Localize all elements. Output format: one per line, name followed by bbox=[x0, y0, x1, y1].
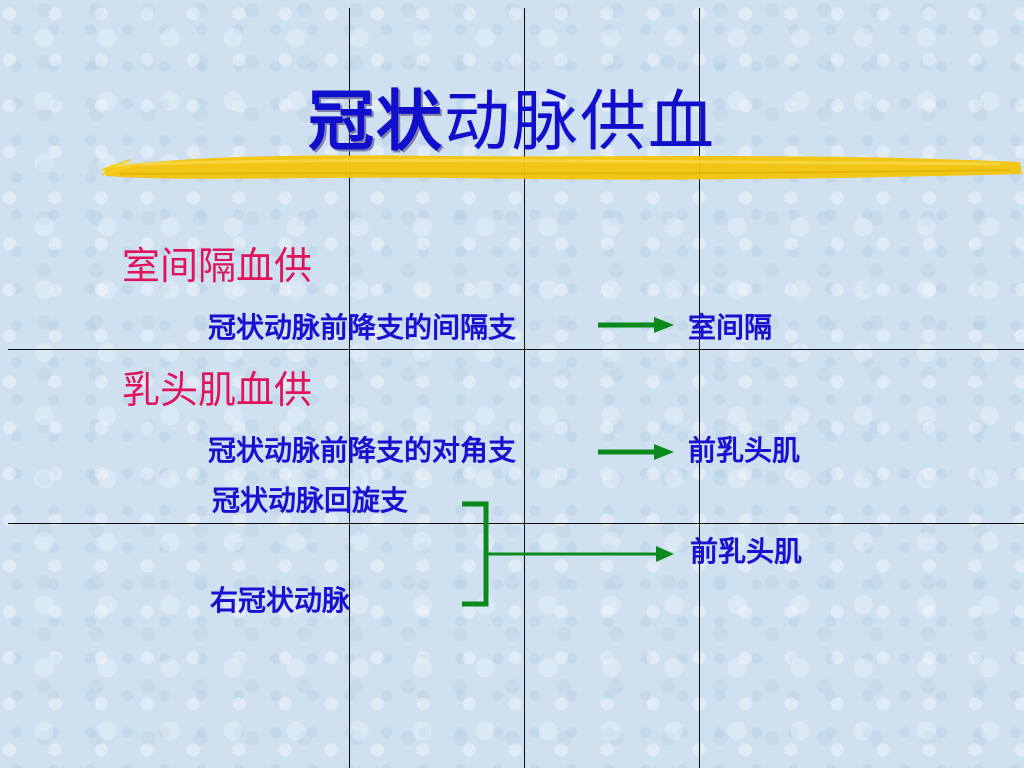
papillary-heading: 乳头肌血供 bbox=[122, 368, 313, 412]
arrow-diagonal bbox=[598, 444, 674, 460]
bracket-arrow-dual-supply bbox=[462, 501, 674, 607]
septum-target: 室间隔 bbox=[688, 311, 773, 344]
page-title: 冠状动脉供血 bbox=[0, 78, 1024, 166]
title-bold-part: 冠状 bbox=[308, 83, 444, 160]
grid-line-vertical bbox=[524, 8, 525, 768]
grid-line-horizontal bbox=[8, 523, 1024, 524]
papillary-source-circumflex: 冠状动脉回旋支 bbox=[212, 484, 409, 517]
title-highlight-stroke bbox=[101, 155, 1022, 180]
grid-line-horizontal bbox=[8, 349, 1024, 350]
papillary-target-2: 前乳头肌 bbox=[690, 535, 803, 568]
septum-heading: 室间隔血供 bbox=[122, 244, 313, 288]
papillary-source-diagonal: 冠状动脉前降支的对角支 bbox=[208, 434, 517, 467]
grid-line-vertical bbox=[699, 8, 700, 768]
papillary-source-right-coronary: 右冠状动脉 bbox=[210, 584, 351, 617]
title-rest: 动脉供血 bbox=[444, 83, 716, 160]
septum-source: 冠状动脉前降支的间隔支 bbox=[208, 311, 517, 344]
grid-line-vertical bbox=[349, 8, 350, 768]
papillary-target-1: 前乳头肌 bbox=[688, 434, 801, 467]
arrow-septum bbox=[598, 317, 674, 333]
